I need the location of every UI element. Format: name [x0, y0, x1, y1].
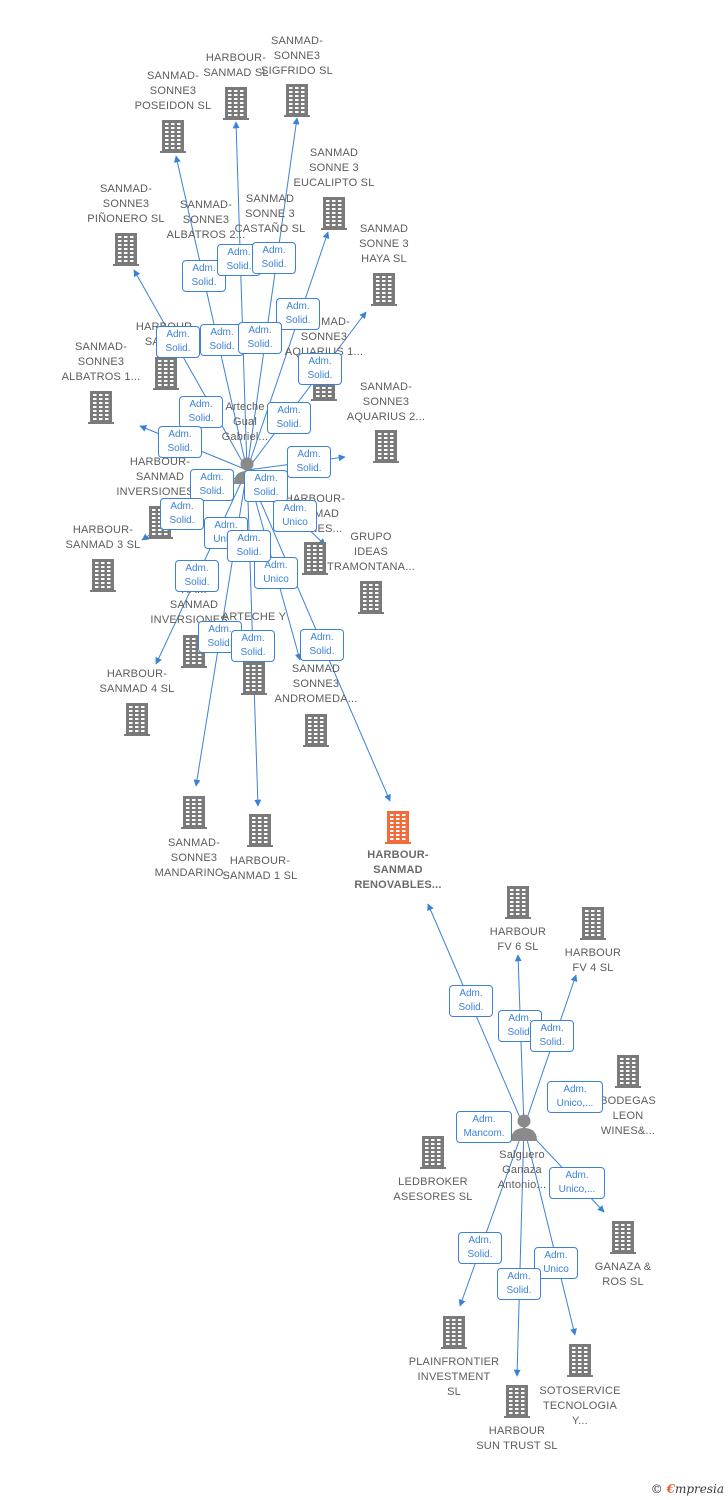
company-name-label[interactable]: SANMAD- SONNE3 SIGFRIDO SL	[261, 35, 333, 77]
role-badge[interactable]: Adm. Solid.	[200, 324, 244, 356]
role-badge[interactable]: Adm. Solid.	[449, 985, 493, 1017]
company-name-label[interactable]: HARBOUR- SANMAD 3 SL	[65, 524, 141, 551]
role-badge[interactable]: Adm. Solid.	[300, 629, 344, 661]
company-name-label[interactable]: HARBOUR FV 6 SL	[489, 926, 547, 953]
person-name-label[interactable]: Salguero Ganaza Antonio...	[497, 1149, 547, 1191]
company-building-icon[interactable]	[577, 905, 609, 946]
company-building-icon[interactable]	[238, 660, 270, 701]
role-badge[interactable]: Adm. Solid.	[160, 498, 204, 530]
company-name-label[interactable]: SANMAD- SONNE3 AQUARIUS 2...	[346, 381, 426, 423]
relation-edge	[513, 1126, 525, 1377]
company-name-label[interactable]: PLAINFRONTIER INVESTMENT SL	[408, 1356, 500, 1398]
relation-edge	[246, 231, 330, 471]
company-building-icon[interactable]	[87, 557, 119, 598]
role-badge[interactable]: Adm. Solid.	[179, 396, 223, 428]
relation-edge	[246, 311, 367, 471]
company-building-icon[interactable]	[417, 1134, 449, 1175]
company-name-label[interactable]: SANMAD SONNE 3 EUCALIPTO SL	[293, 147, 375, 189]
company-building-icon[interactable]	[368, 271, 400, 312]
company-name-label[interactable]: SANMAD SONNE 3 CASTAÑO SL	[234, 193, 306, 235]
role-badge[interactable]: Adm. Unico	[534, 1247, 578, 1279]
role-badge[interactable]: Adm. Unico	[254, 557, 298, 589]
company-building-icon[interactable]	[318, 195, 350, 236]
company-building-icon[interactable]	[157, 118, 189, 159]
company-name-label[interactable]: HARBOUR- SANMAD RENOVABLES...	[354, 849, 442, 891]
company-name-label[interactable]: HARBOUR SUN TRUST SL	[476, 1425, 558, 1452]
role-badge[interactable]: Adm. Solid.	[227, 530, 271, 562]
role-badge[interactable]: Adm. Solid.	[244, 470, 288, 502]
company-building-icon[interactable]	[612, 1053, 644, 1094]
company-building-icon[interactable]	[299, 540, 331, 581]
company-building-icon[interactable]	[110, 231, 142, 272]
empresia-logo: © €mpresia	[650, 1482, 724, 1496]
relation-edge	[458, 1126, 525, 1307]
role-badge[interactable]: Adm. Solid.	[182, 260, 226, 292]
company-name-label[interactable]: BODEGAS LEON WINES&...	[600, 1095, 656, 1137]
company-name-label[interactable]: HARBOUR- SANMAD INVERSIONES...	[116, 456, 204, 498]
company-name-label[interactable]: GANAZA & ROS SL	[594, 1261, 652, 1288]
company-building-icon[interactable]	[300, 712, 332, 753]
company-name-label[interactable]: HARBOUR- SANMAD 4 SL	[99, 668, 175, 695]
relation-edge	[232, 121, 248, 471]
company-name-label[interactable]: SOTOSERVICE TECNOLOGIA Y...	[539, 1385, 621, 1427]
company-building-icon[interactable]	[501, 1383, 533, 1424]
relation-edge	[173, 155, 248, 471]
role-badge[interactable]: Adm. Solid.	[458, 1232, 502, 1264]
role-badge[interactable]: Adm. Mancom.	[456, 1111, 512, 1143]
company-building-icon[interactable]	[150, 355, 182, 396]
company-building-icon[interactable]	[121, 701, 153, 742]
company-building-icon[interactable]	[281, 82, 313, 123]
company-building-icon[interactable]	[502, 884, 534, 925]
company-name-label[interactable]: HARBOUR FV 4 SL	[564, 947, 622, 974]
company-building-icon[interactable]	[370, 428, 402, 469]
company-building-icon[interactable]	[244, 812, 276, 853]
role-badge[interactable]: Adm. Solid.	[238, 322, 282, 354]
company-name-label[interactable]: LEDBROKER ASESORES SL	[393, 1176, 473, 1203]
role-badge[interactable]: Adm. Solid.	[158, 426, 202, 458]
role-badge[interactable]: Adm. Unico,...	[549, 1167, 605, 1199]
role-badge[interactable]: Adm. Solid.	[231, 630, 275, 662]
company-building-icon[interactable]	[382, 809, 414, 850]
role-badge[interactable]: Adm. Solid.	[175, 560, 219, 592]
company-building-icon[interactable]	[178, 794, 210, 835]
company-name-label[interactable]: SANMAD- SONNE3 ALBATROS 1...	[61, 341, 141, 383]
company-name-label[interactable]: GRUPO IDEAS TRAMONTANA...	[327, 531, 415, 573]
role-badge[interactable]: Adm. Unico,...	[547, 1081, 603, 1113]
role-badge[interactable]: Adm. Solid.	[267, 402, 311, 434]
company-building-icon[interactable]	[564, 1342, 596, 1383]
person-icon[interactable]	[509, 1112, 539, 1147]
company-building-icon[interactable]	[355, 579, 387, 620]
company-name-label[interactable]: SANMAD- SONNE3 MANDARINO...	[154, 837, 234, 879]
role-badge[interactable]: Adm. Solid.	[497, 1268, 541, 1300]
relation-edge	[246, 117, 300, 471]
role-badge[interactable]: Adm. Solid.	[276, 298, 320, 330]
company-building-icon[interactable]	[85, 389, 117, 430]
company-name-label[interactable]: HARBOUR- SANMAD 1 SL	[222, 855, 298, 882]
role-badge[interactable]: Adm. Solid.	[287, 446, 331, 478]
role-badge[interactable]: Adm. Solid.	[298, 353, 342, 385]
role-badge[interactable]: Adm. Unico	[273, 500, 317, 532]
company-name-label[interactable]: SANMAD SONNE 3 HAYA SL	[359, 223, 409, 265]
company-building-icon[interactable]	[438, 1314, 470, 1355]
company-name-label[interactable]: SANMAD SONNE3 ANDROMEDA...	[274, 663, 358, 705]
role-badge[interactable]: Adm. Solid.	[190, 469, 234, 501]
company-name-label[interactable]: SANMAD- SONNE3 POSEIDON SL	[134, 70, 212, 112]
company-name-label[interactable]: HARBOUR- SANMAD SL	[203, 52, 269, 79]
role-badge[interactable]: Adm. Solid.	[156, 326, 200, 358]
company-name-label[interactable]: SANMAD- SONNE3 ALBATROS 2...	[166, 199, 246, 241]
person-name-label[interactable]: Arteche Gual Gabriel...	[221, 401, 269, 443]
role-badge[interactable]: Adm. Solid.	[252, 242, 296, 274]
company-building-icon[interactable]	[220, 85, 252, 126]
role-badge[interactable]: Adm. Solid.	[530, 1020, 574, 1052]
company-building-icon[interactable]	[607, 1219, 639, 1260]
company-name-label[interactable]: SANMAD- SONNE3 PIÑONERO SL	[87, 183, 165, 225]
relation-edge	[523, 1126, 577, 1336]
relation-edge	[133, 269, 248, 471]
